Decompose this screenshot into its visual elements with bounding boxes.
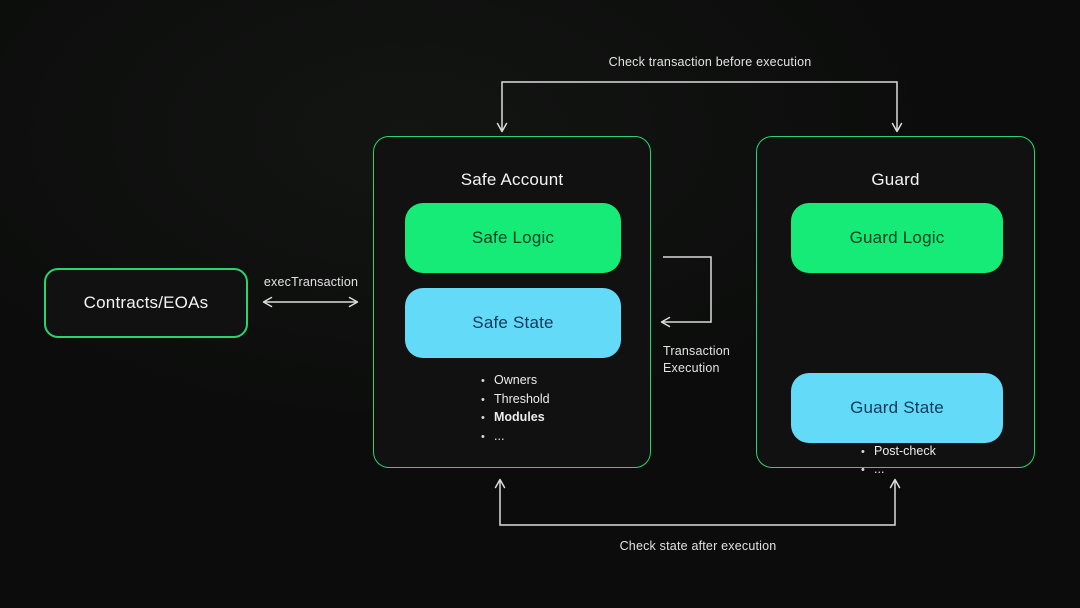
bullet-icon: •	[481, 430, 485, 443]
bullet-icon: •	[861, 464, 865, 476]
safe-state-label: Safe State	[472, 313, 554, 332]
safe-account-bullet-list: • Owners • Threshold • Modules • ...	[481, 372, 550, 446]
list-item: • Post-check	[861, 443, 936, 462]
check-before-execution-label: Check transaction before execution	[608, 55, 812, 69]
bullet-label: ...	[494, 428, 505, 443]
contracts-eoas-label: Contracts/EOAs	[83, 293, 209, 312]
exec-transaction-label: execTransaction	[263, 275, 359, 289]
guard-state-pill: Guard State	[791, 373, 1003, 443]
bullet-icon: •	[861, 445, 865, 458]
bullet-icon: •	[481, 412, 485, 424]
transaction-execution-loop-arrow	[660, 256, 712, 328]
list-item: • Modules	[481, 409, 550, 428]
transaction-execution-label-line1: Transaction	[663, 344, 731, 358]
guard-title: Guard	[871, 170, 920, 189]
bullet-label: Modules	[494, 410, 545, 424]
list-item: • Owners	[481, 372, 550, 391]
safe-account-box: Safe Account Safe Logic Safe State • Own…	[373, 136, 651, 468]
bullet-label: ...	[874, 462, 885, 476]
bullet-label: Threshold	[494, 391, 550, 406]
list-item: • Threshold	[481, 391, 550, 410]
check-after-arrow	[494, 478, 901, 526]
safe-account-title: Safe Account	[460, 170, 564, 189]
check-before-arrow	[496, 81, 903, 133]
safe-logic-label: Safe Logic	[471, 228, 555, 247]
guard-state-label: Guard State	[850, 398, 944, 417]
contracts-eoas-box: Contracts/EOAs	[44, 268, 248, 338]
transaction-execution-label-line2: Execution	[663, 361, 720, 375]
bullet-icon: •	[481, 393, 485, 406]
list-item: • ...	[481, 428, 550, 447]
guard-logic-pill: Guard Logic	[791, 203, 1003, 273]
safe-logic-pill: Safe Logic	[405, 203, 621, 273]
safe-state-pill: Safe State	[405, 288, 621, 358]
guard-box: Guard Guard Logic • Pre-check • Post-che…	[756, 136, 1035, 476]
bullet-icon: •	[481, 375, 485, 387]
bullet-label: Post-check	[874, 443, 936, 458]
check-after-execution-label: Check state after execution	[619, 539, 777, 553]
transaction-execution-label: Transaction Execution	[663, 343, 730, 377]
bullet-label: Owners	[494, 373, 538, 387]
guard-logic-label: Guard Logic	[849, 228, 945, 247]
list-item: • ...	[861, 461, 936, 480]
